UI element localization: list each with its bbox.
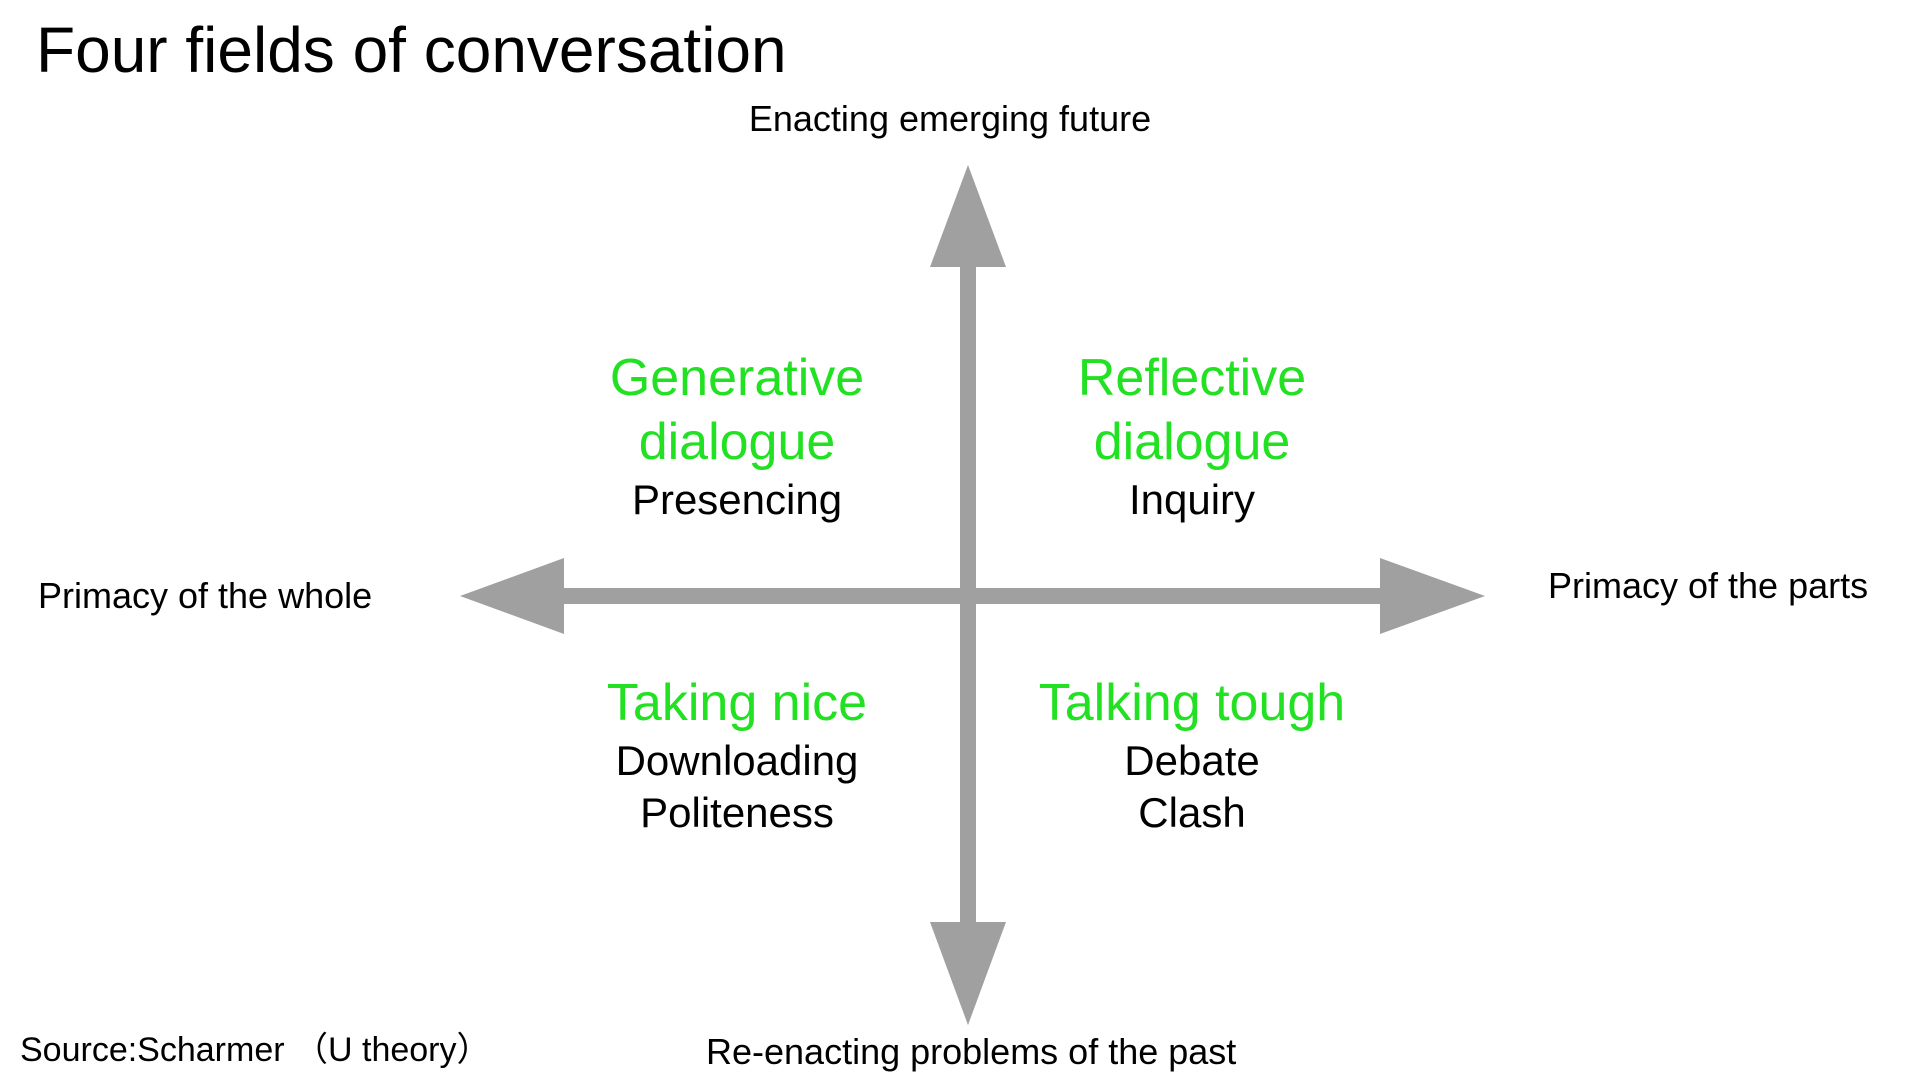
quadrant-subtitle-line2: Politeness xyxy=(640,789,834,836)
quadrant-taking-nice: Taking nice Downloading Politeness xyxy=(507,671,967,839)
arrow-right-icon xyxy=(1380,558,1485,634)
quadrant-subtitle-line1: Presencing xyxy=(631,476,843,523)
quadrant-talking-tough: Talking tough Debate Clash xyxy=(962,671,1422,839)
quadrant-title-line1: Taking nice xyxy=(606,674,868,732)
arrow-down-icon xyxy=(930,922,1006,1025)
page-title: Four fields of conversation xyxy=(36,14,787,86)
axis-label-top: Enacting emerging future xyxy=(0,97,1900,140)
axis-label-top-text: Enacting emerging future xyxy=(748,98,1152,139)
horizontal-axis-line xyxy=(560,588,1390,604)
arrow-up-icon xyxy=(930,165,1006,267)
quadrant-subtitle-line1: Inquiry xyxy=(1128,476,1256,523)
axis-label-bottom: Re-enacting problems of the past xyxy=(706,1031,1237,1072)
quadrant-reflective-dialogue: Reflective dialogue Inquiry xyxy=(962,346,1422,526)
axis-label-right: Primacy of the parts xyxy=(1548,565,1869,606)
quadrant-subtitle-line1: Debate xyxy=(1124,737,1260,784)
quadrant-title-line1: Generative xyxy=(609,349,865,407)
axis-label-left: Primacy of the whole xyxy=(38,575,373,616)
quadrant-title-line2: dialogue xyxy=(1093,413,1291,471)
source-citation: Source:Scharmer （U theory） xyxy=(20,1031,491,1069)
quadrant-title-line1: Talking tough xyxy=(1038,674,1346,732)
quadrant-generative-dialogue: Generative dialogue Presencing xyxy=(507,346,967,526)
quadrant-title-line2: dialogue xyxy=(638,413,836,471)
quadrant-subtitle-line2: Clash xyxy=(1138,789,1246,836)
quadrant-subtitle-line1: Downloading xyxy=(615,737,859,784)
quadrant-title-line1: Reflective xyxy=(1077,349,1307,407)
arrow-left-icon xyxy=(460,558,564,634)
